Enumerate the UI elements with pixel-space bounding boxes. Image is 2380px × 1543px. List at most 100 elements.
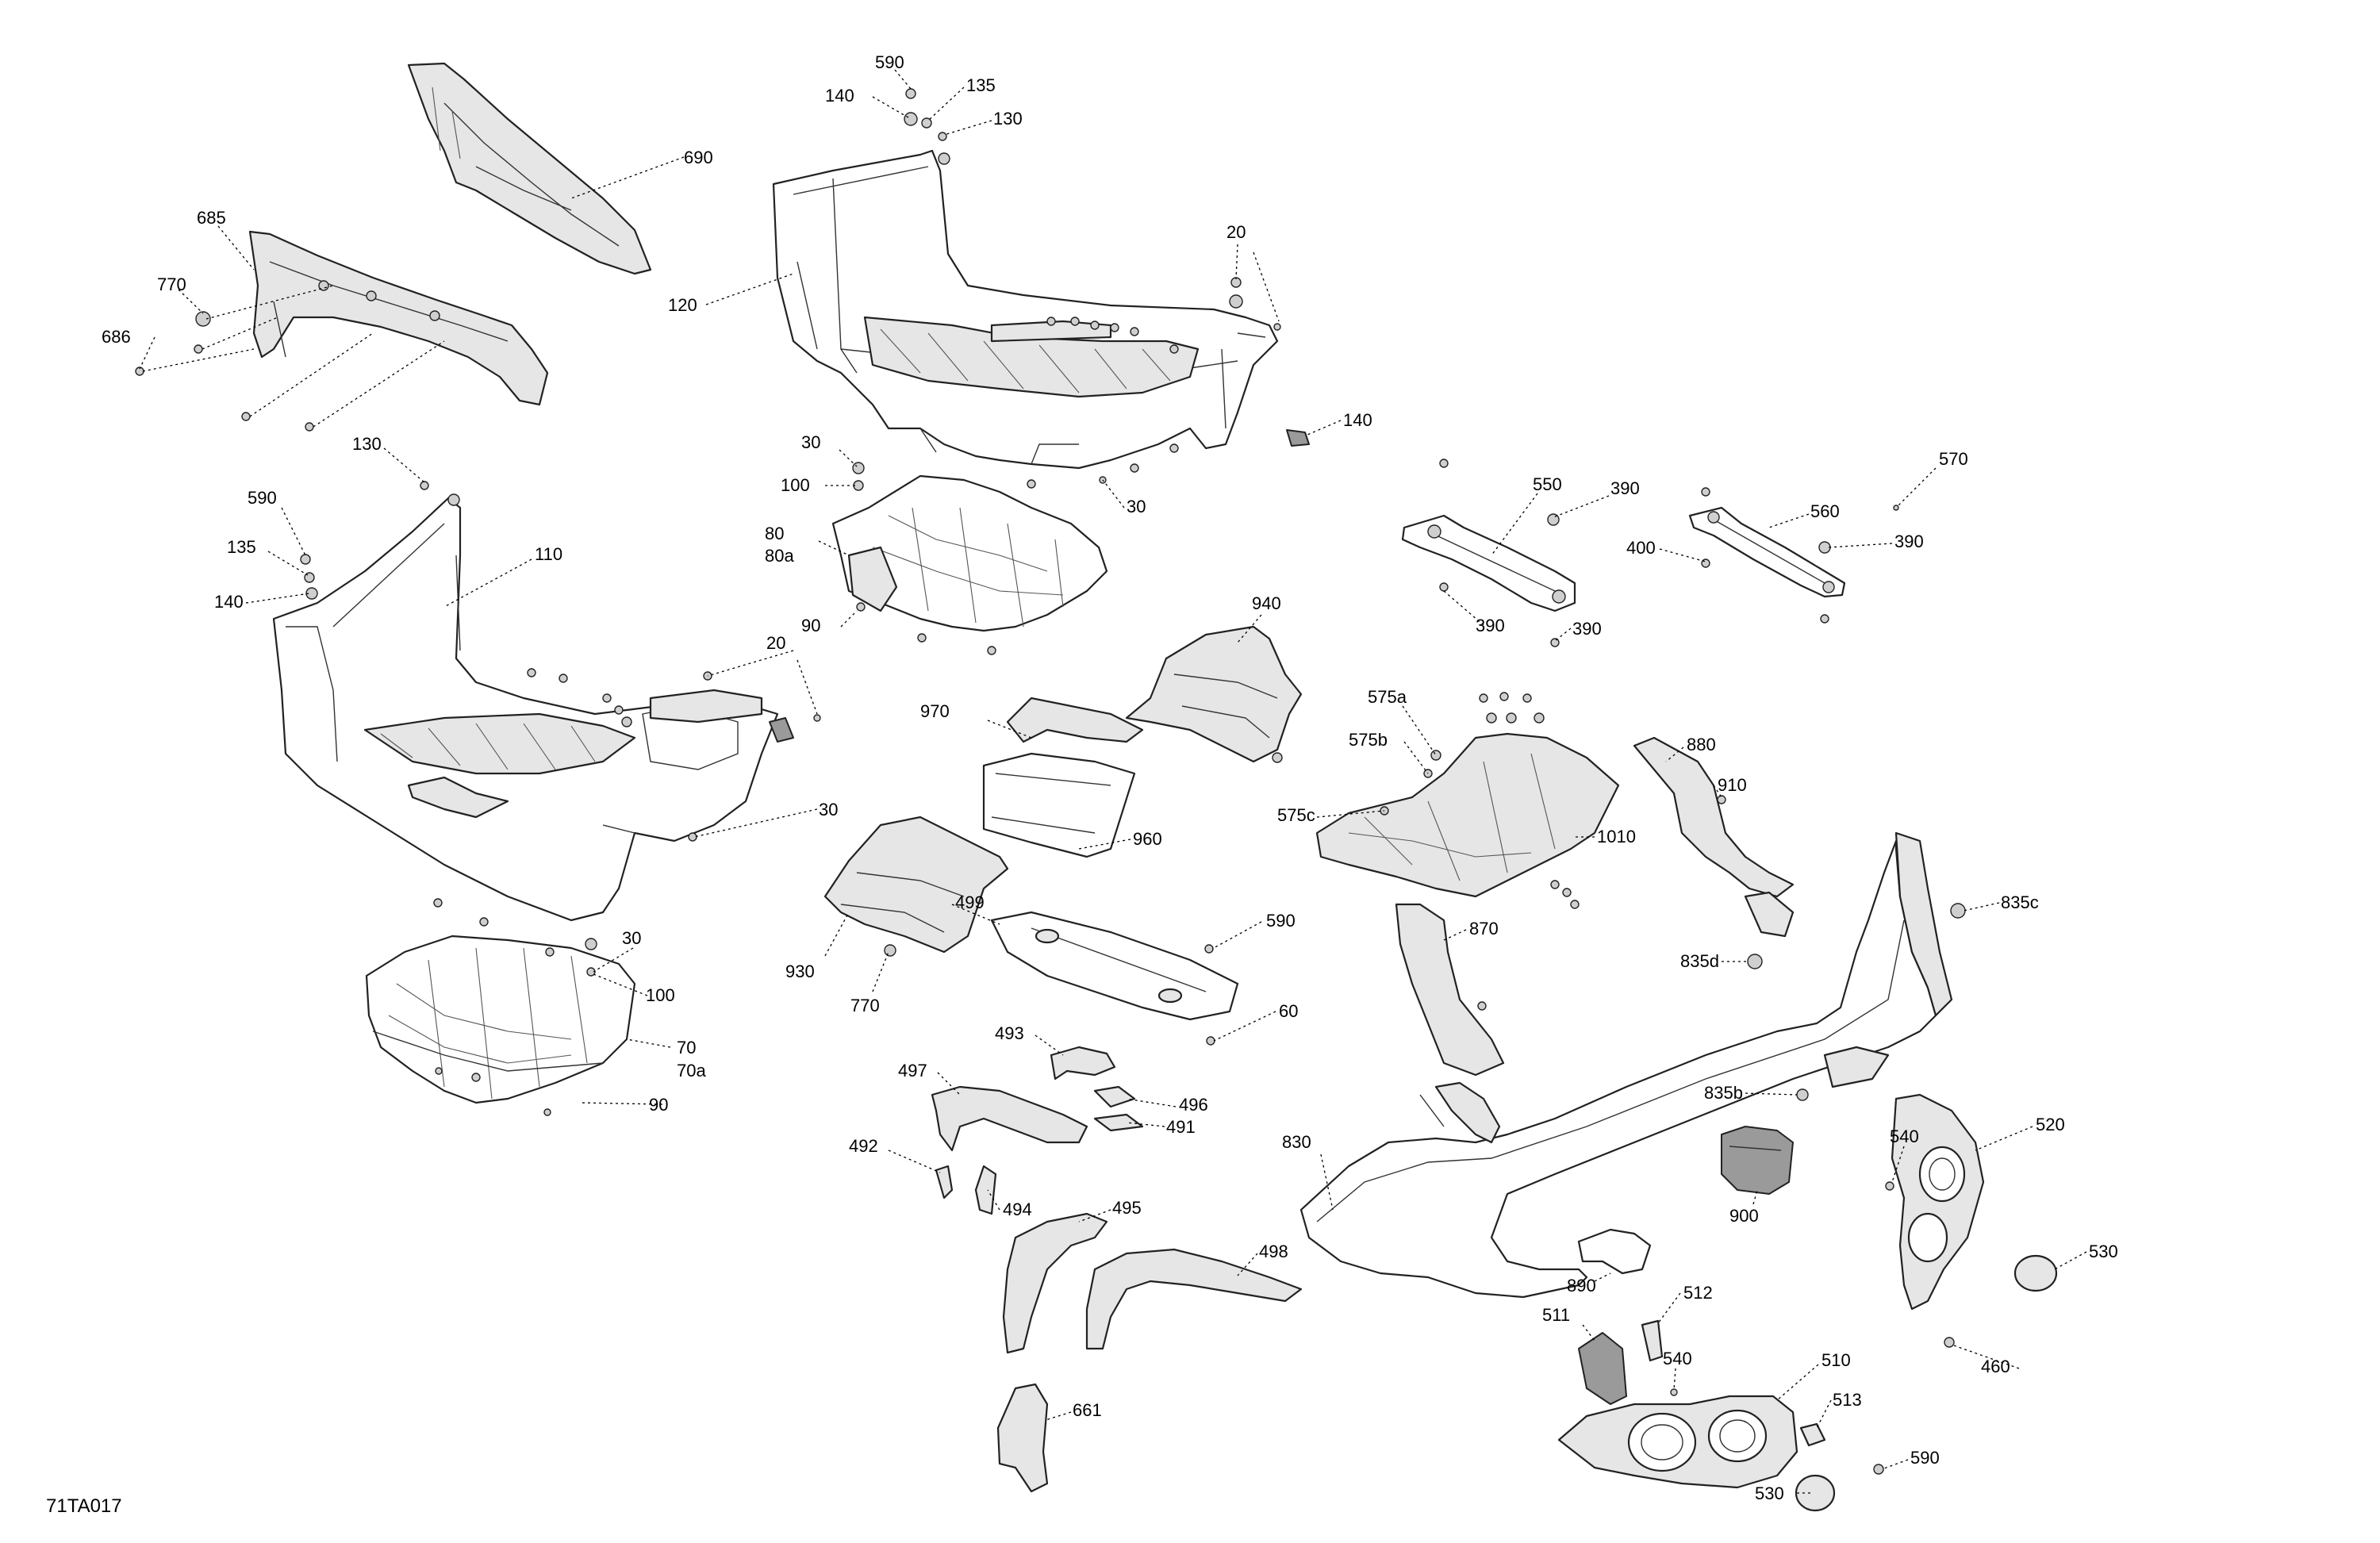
callout-70: 70 bbox=[677, 1038, 696, 1057]
part-690-trim bbox=[407, 62, 652, 275]
callout-770: 770 bbox=[850, 996, 880, 1015]
part-510-light-housing bbox=[1557, 1395, 1798, 1489]
callout-930: 930 bbox=[785, 961, 815, 981]
callout-835b: 835b bbox=[1704, 1083, 1743, 1103]
callout-835c: 835c bbox=[2001, 892, 2039, 912]
part-494-clip bbox=[974, 1165, 997, 1215]
callout-575c: 575c bbox=[1277, 805, 1315, 825]
callout-550: 550 bbox=[1533, 474, 1562, 494]
callout-70a: 70a bbox=[677, 1061, 706, 1080]
callout-30: 30 bbox=[801, 432, 820, 452]
part-540b-screw bbox=[1670, 1388, 1678, 1396]
callout-511: 511 bbox=[1542, 1305, 1570, 1325]
part-970-panel bbox=[1006, 697, 1144, 743]
part-497-flare bbox=[931, 1085, 1088, 1152]
part-491-clip bbox=[1093, 1113, 1144, 1132]
part-560-crossbar bbox=[1688, 487, 1899, 624]
part-835c-nut bbox=[1950, 903, 1966, 919]
part-120-rear-box bbox=[772, 149, 1279, 470]
callout-30: 30 bbox=[622, 928, 641, 948]
callout-900: 900 bbox=[1729, 1206, 1759, 1226]
callout-499: 499 bbox=[955, 892, 985, 912]
callout-20: 20 bbox=[1226, 222, 1246, 242]
callout-1010: 1010 bbox=[1597, 827, 1636, 846]
part-496-clip bbox=[1093, 1085, 1136, 1108]
part-530-lens bbox=[2013, 1254, 2058, 1292]
callout-110: 110 bbox=[535, 544, 562, 564]
callout-60: 60 bbox=[1279, 1001, 1298, 1021]
callout-498: 498 bbox=[1259, 1242, 1288, 1261]
part-890-bracket bbox=[1577, 1228, 1652, 1275]
part-498-flare bbox=[1085, 1248, 1303, 1350]
callout-491: 491 bbox=[1166, 1117, 1196, 1137]
callout-390: 390 bbox=[1894, 532, 1924, 551]
callout-90: 90 bbox=[649, 1095, 668, 1115]
callout-510: 510 bbox=[1821, 1350, 1851, 1370]
part-530b-lens bbox=[1795, 1474, 1836, 1512]
callout-140: 140 bbox=[214, 592, 244, 612]
part-830-bumper bbox=[1299, 831, 1953, 1299]
callout-494: 494 bbox=[1003, 1199, 1032, 1219]
part-770-clip bbox=[195, 311, 211, 327]
part-900-block bbox=[1721, 1126, 1794, 1195]
callout-960: 960 bbox=[1133, 829, 1162, 849]
callout-690: 690 bbox=[684, 148, 713, 167]
part-492-clip bbox=[935, 1165, 954, 1199]
callout-390: 390 bbox=[1610, 478, 1640, 498]
callout-570: 570 bbox=[1939, 449, 1968, 469]
part-520-light-housing bbox=[1891, 1093, 1985, 1311]
parts-artwork bbox=[135, 62, 2087, 1512]
callout-685: 685 bbox=[197, 208, 226, 228]
callout-540: 540 bbox=[1890, 1127, 1919, 1146]
callout-661: 661 bbox=[1073, 1400, 1102, 1420]
callout-495: 495 bbox=[1112, 1198, 1142, 1218]
callout-590: 590 bbox=[248, 488, 277, 508]
callout-910: 910 bbox=[1718, 775, 1747, 795]
callout-870: 870 bbox=[1469, 919, 1499, 938]
callout-835d: 835d bbox=[1680, 951, 1719, 971]
callout-496: 496 bbox=[1179, 1095, 1208, 1115]
callout-100: 100 bbox=[781, 475, 810, 495]
callout-130: 130 bbox=[993, 109, 1023, 129]
callout-497: 497 bbox=[898, 1061, 927, 1080]
part-110-front-box bbox=[272, 497, 779, 922]
callout-970: 970 bbox=[920, 701, 950, 721]
callout-90: 90 bbox=[801, 616, 820, 635]
callout-135: 135 bbox=[227, 537, 256, 557]
callout-590: 590 bbox=[1910, 1448, 1940, 1468]
part-511-bracket bbox=[1578, 1332, 1627, 1405]
callout-513: 513 bbox=[1833, 1390, 1862, 1410]
part-870-bracket bbox=[1395, 903, 1505, 1077]
leader-lines bbox=[139, 69, 2087, 1494]
callout-20: 20 bbox=[766, 633, 785, 653]
callout-890: 890 bbox=[1567, 1276, 1596, 1295]
part-685-side-trim bbox=[248, 230, 549, 406]
callout-390: 390 bbox=[1476, 616, 1505, 635]
part-835d-nut bbox=[1747, 954, 1763, 969]
callout-80a: 80a bbox=[765, 546, 794, 566]
callout-390: 390 bbox=[1572, 619, 1602, 639]
part-499-skid-plate bbox=[990, 911, 1239, 1046]
figure-reference: 71TA017 bbox=[46, 1495, 122, 1517]
part-1010-center-support bbox=[1315, 692, 1620, 909]
callout-135: 135 bbox=[966, 75, 996, 95]
part-512-clip bbox=[1641, 1319, 1664, 1362]
part-940-panel bbox=[1125, 625, 1303, 763]
fasteners-110 bbox=[300, 481, 821, 842]
part-70-support-tray bbox=[365, 898, 636, 1116]
part-930-panel bbox=[823, 816, 1009, 957]
part-880-bracket bbox=[1633, 736, 1795, 898]
callout-830: 830 bbox=[1282, 1132, 1311, 1152]
part-835b-screw bbox=[1796, 1088, 1809, 1101]
fasteners-120-top bbox=[904, 88, 1310, 484]
callout-labels: 690 685 770 686 590 140 135 130 120 20 1… bbox=[46, 52, 2118, 1517]
callout-400: 400 bbox=[1626, 538, 1656, 558]
callout-590: 590 bbox=[875, 52, 904, 72]
callout-880: 880 bbox=[1687, 735, 1716, 754]
callout-492: 492 bbox=[849, 1136, 878, 1156]
callout-30: 30 bbox=[1127, 497, 1146, 516]
part-513-clip bbox=[1799, 1422, 1826, 1447]
callout-460: 460 bbox=[1981, 1357, 2010, 1376]
callout-512: 512 bbox=[1683, 1283, 1713, 1303]
